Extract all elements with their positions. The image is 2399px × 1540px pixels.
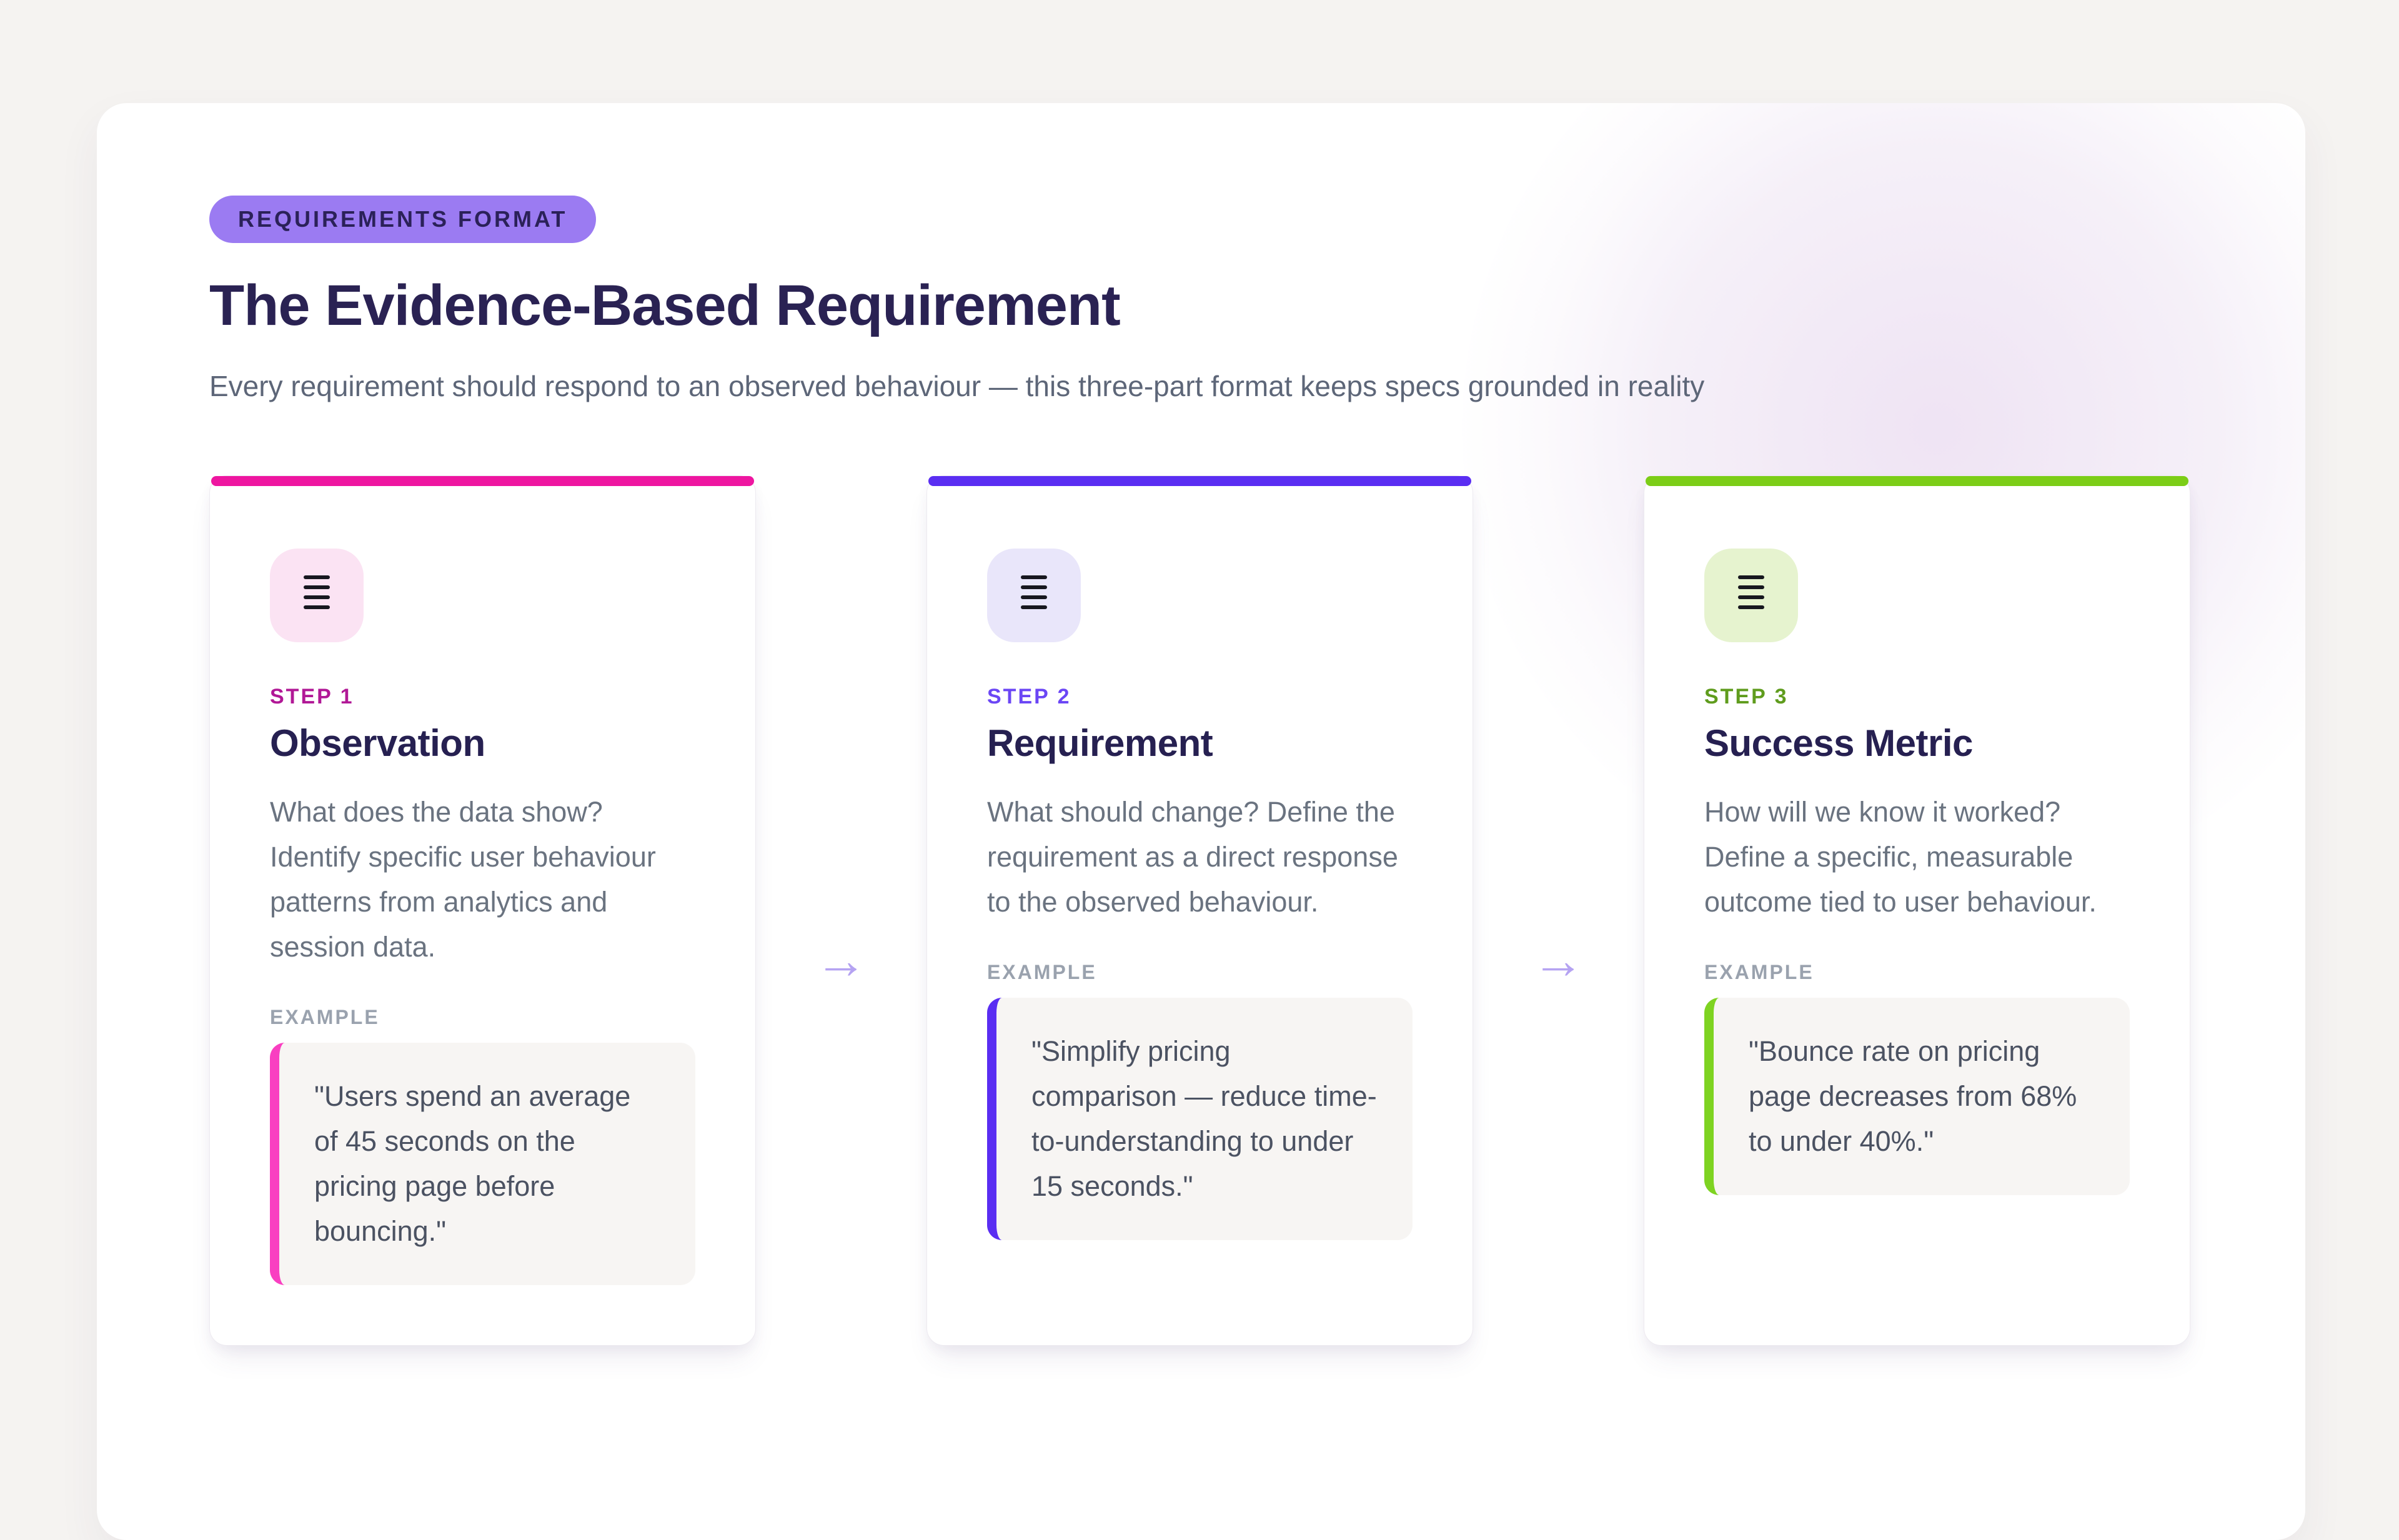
- section-badge: REQUIREMENTS FORMAT: [209, 196, 597, 243]
- text-lines-icon: [1731, 574, 1771, 617]
- step-number-label: STEP 1: [270, 684, 354, 708]
- step-number-label: STEP 2: [987, 684, 1071, 708]
- text-lines-icon: [297, 574, 337, 617]
- step-icon-box: [270, 548, 364, 642]
- page-subtitle: Every requirement should respond to an o…: [209, 369, 1705, 402]
- step-icon-box: [1704, 548, 1798, 642]
- step-card-observation: STEP 1 Observation What does the data sh…: [209, 475, 756, 1346]
- step-icon-box: [987, 548, 1081, 642]
- step-title: Success Metric: [1704, 722, 1973, 764]
- example-label: EXAMPLE: [270, 1005, 380, 1028]
- page-background: { "page": { "background_color": "#f5f3f1…: [97, 103, 2305, 1540]
- example-quote: "Bounce rate on pricing page decreases f…: [1704, 997, 2130, 1195]
- step-title: Requirement: [987, 722, 1213, 764]
- main-panel: REQUIREMENTS FORMAT The Evidence-Based R…: [97, 103, 2305, 1540]
- example-label: EXAMPLE: [1704, 960, 1814, 983]
- panel-content: REQUIREMENTS FORMAT The Evidence-Based R…: [97, 103, 2305, 1346]
- right-arrow-icon: →: [1532, 930, 1584, 990]
- example-label: EXAMPLE: [987, 960, 1097, 983]
- step-card-requirement: STEP 2 Requirement What should change? D…: [926, 475, 1473, 1346]
- step-number-label: STEP 3: [1704, 684, 1789, 708]
- example-quote: "Users spend an average of 45 seconds on…: [270, 1042, 695, 1285]
- page-title: The Evidence-Based Requirement: [209, 274, 1121, 337]
- right-arrow-icon: →: [815, 930, 867, 990]
- step-title: Observation: [270, 722, 485, 764]
- step-description: What does the data show? Identify specif…: [270, 795, 656, 963]
- example-quote: "Simplify pricing comparison — reduce ti…: [987, 997, 1413, 1240]
- step-description: What should change? Define the requireme…: [987, 795, 1398, 918]
- step-description: How will we know it worked? Define a spe…: [1704, 795, 2097, 918]
- steps-row: STEP 1 Observation What does the data sh…: [209, 475, 2193, 1346]
- text-lines-icon: [1014, 574, 1054, 617]
- step-card-success-metric: STEP 3 Success Metric How will we know i…: [1644, 475, 2190, 1346]
